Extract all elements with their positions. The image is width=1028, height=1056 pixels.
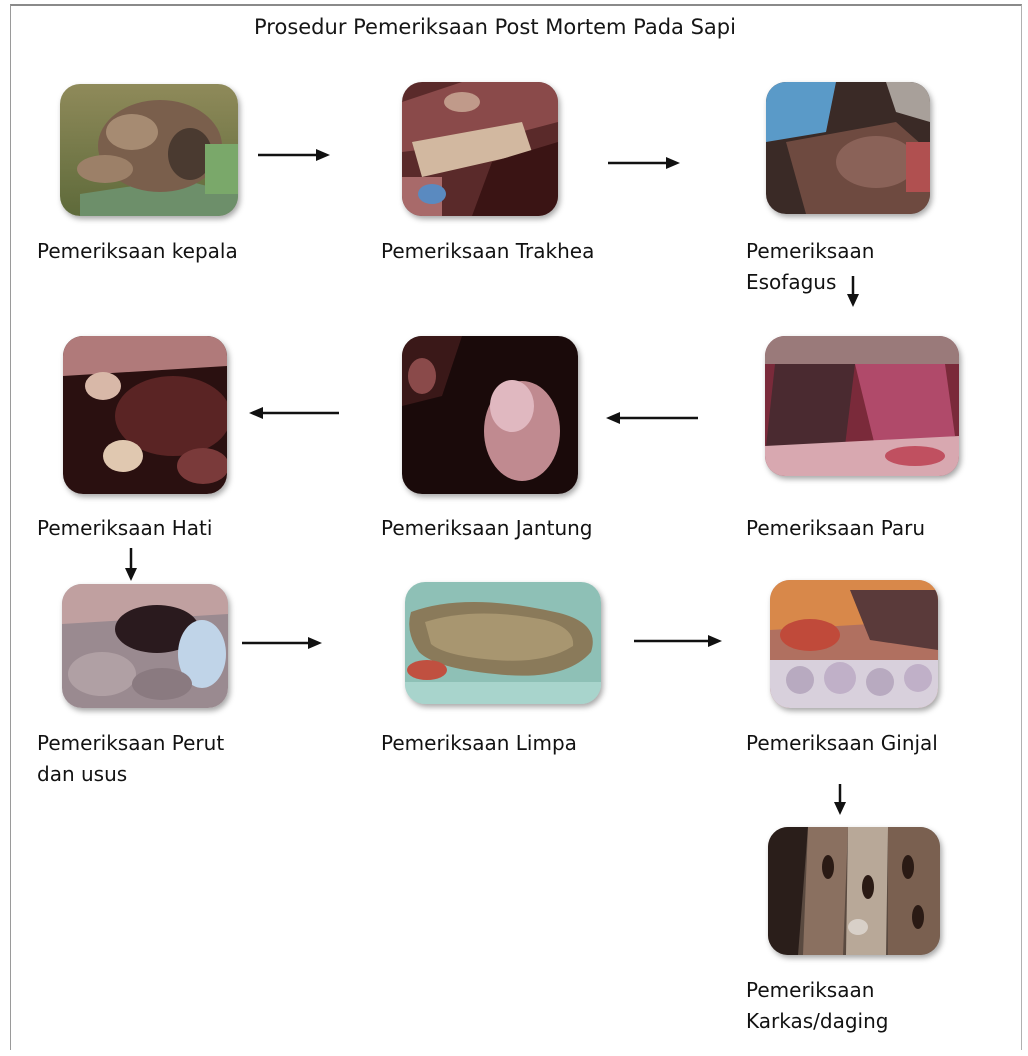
label-paru: Pemeriksaan Paru — [746, 512, 925, 544]
arrow-paru-to-jantung — [604, 409, 698, 427]
photo-perut — [62, 584, 228, 708]
label-perut-2: dan usus — [37, 758, 127, 790]
arrow-hati-to-perut — [122, 548, 140, 582]
arrow-trakhea-to-esofagus — [608, 154, 682, 172]
photo-trakhea — [402, 82, 558, 216]
arrow-esofagus-to-paru — [844, 276, 862, 308]
label-limpa: Pemeriksaan Limpa — [381, 727, 577, 759]
label-kepala: Pemeriksaan kepala — [37, 235, 238, 267]
photo-kepala — [60, 84, 238, 216]
label-karkas-2: Karkas/daging — [746, 1005, 888, 1037]
photo-esofagus — [766, 82, 930, 214]
photo-hati — [63, 336, 227, 494]
label-karkas-1: Pemeriksaan — [746, 974, 874, 1006]
diagram-title: Prosedur Pemeriksaan Post Mortem Pada Sa… — [254, 15, 736, 39]
label-ginjal: Pemeriksaan Ginjal — [746, 727, 938, 759]
label-jantung: Pemeriksaan Jantung — [381, 512, 592, 544]
arrow-jantung-to-hati — [247, 404, 339, 422]
arrow-perut-to-limpa — [242, 634, 324, 652]
label-hati: Pemeriksaan Hati — [37, 512, 212, 544]
arrow-ginjal-to-karkas — [831, 784, 849, 816]
photo-jantung — [402, 336, 578, 494]
photo-limpa — [405, 582, 601, 704]
label-esofagus-1: Pemeriksaan — [746, 235, 874, 267]
photo-ginjal — [770, 580, 938, 708]
arrow-kepala-to-trakhea — [258, 146, 332, 164]
photo-karkas — [768, 827, 940, 955]
label-perut-1: Pemeriksaan Perut — [37, 727, 224, 759]
photo-paru — [765, 336, 959, 476]
arrow-limpa-to-ginjal — [634, 632, 724, 650]
label-trakhea: Pemeriksaan Trakhea — [381, 235, 594, 267]
label-esofagus-2: Esofagus — [746, 266, 836, 298]
